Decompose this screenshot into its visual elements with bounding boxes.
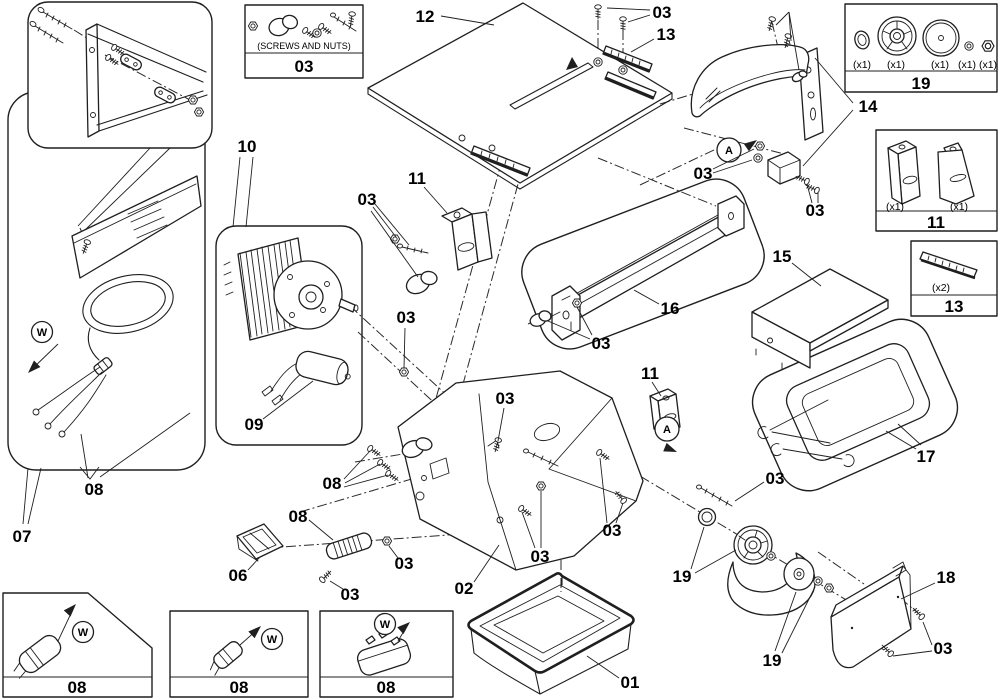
accessory-bag (757, 343, 931, 468)
wiring-mark: W (78, 627, 89, 639)
label-11: 11 (641, 364, 659, 383)
detail-a-circle (716, 137, 742, 163)
screws-nuts-caption: (SCREWS AND NUTS) (257, 41, 351, 51)
rail-fence (529, 195, 745, 341)
label-18: 18 (937, 568, 956, 587)
water-tray (467, 572, 635, 695)
label-03: 03 (531, 547, 550, 566)
label-03: 03 (358, 190, 377, 209)
wiring-mark: W (267, 634, 278, 646)
blade-flange-set (696, 484, 835, 616)
bracket-kit-number: 11 (927, 213, 945, 232)
label-03: 03 (653, 3, 672, 22)
label-15: 15 (773, 247, 792, 266)
screws-nuts-number: 03 (295, 57, 314, 76)
slot-arrow (566, 57, 578, 70)
label-03: 03 (766, 469, 785, 488)
qty-label: (x1) (887, 59, 905, 71)
label-03: 03 (592, 334, 611, 353)
flange-kit-box: (x1) (x1) (x1) (x1) (x1) 19 (844, 3, 998, 93)
label-03: 03 (934, 639, 953, 658)
bracket-kit-box: (x1) (x1) 11 (875, 129, 998, 232)
label-02: 02 (455, 579, 474, 598)
power-cord: W (24, 274, 174, 438)
plug-box-eu: W 08 (2, 592, 153, 698)
carry-handle (325, 532, 373, 560)
qty-label: (x2) (932, 282, 950, 294)
screws-nuts-box: (SCREWS AND NUTS) 03 (244, 4, 364, 79)
capacitor (261, 350, 351, 406)
label-19: 19 (673, 567, 692, 586)
vent-panel (71, 175, 202, 279)
label-16: 16 (661, 299, 680, 318)
detail-a-mark: A (725, 145, 733, 157)
rail-lock-knob (529, 310, 561, 327)
motor-assembly (223, 237, 359, 341)
leader-lines (22, 7, 936, 679)
plug-box-us: W 08 (169, 610, 309, 698)
wiring-mark: W (380, 619, 391, 631)
plug-box-number: 08 (68, 678, 87, 697)
label-01: 01 (621, 673, 640, 692)
label-03: 03 (694, 164, 713, 183)
label-12: 12 (416, 7, 435, 26)
detail-a-circle-2 (654, 416, 680, 442)
main-body: A (317, 370, 681, 585)
plug-box-uk: W 08 (319, 610, 454, 698)
plug-box-number: 08 (377, 678, 396, 697)
label-03: 03 (341, 585, 360, 604)
table-top (367, 2, 673, 190)
blade-guard: A (690, 15, 824, 195)
miter-slot (509, 62, 594, 110)
label-03: 03 (395, 554, 414, 573)
label-08: 08 (323, 474, 342, 493)
lock-knob (405, 270, 438, 295)
label-08: 08 (289, 507, 308, 526)
part-labels: 12 03 13 14 10 11 03 03 03 03 16 03 15 0… (13, 3, 956, 692)
table-bracket (389, 207, 493, 377)
label-11: 11 (408, 169, 426, 188)
label-17: 17 (917, 447, 936, 466)
label-19: 19 (763, 651, 782, 670)
qty-label: (x1) (886, 201, 904, 213)
label-03: 03 (603, 521, 622, 540)
clamp-detail-callout (27, 1, 213, 149)
wiring-mark: W (37, 327, 48, 339)
plug-box-number: 08 (230, 678, 249, 697)
label-03: 03 (397, 308, 416, 327)
qty-label: (x1) (958, 59, 976, 71)
label-03: 03 (806, 201, 825, 220)
label-08: 08 (85, 480, 104, 499)
qty-label: (x1) (931, 59, 949, 71)
label-14: 14 (859, 97, 878, 116)
angle-plate (751, 268, 889, 370)
flange-kit-number: 19 (912, 74, 931, 93)
qty-label: (x1) (979, 59, 997, 71)
detail-a-mark-2: A (663, 424, 671, 436)
ruler-strips (470, 45, 657, 177)
qty-label: (x1) (853, 59, 871, 71)
label-03: 03 (496, 389, 515, 408)
cord-clamp-detail (29, 6, 208, 232)
body-knob (401, 437, 433, 459)
ruler-kit-number: 13 (945, 297, 964, 316)
ruler-kit-box: (x2) 13 (910, 240, 998, 317)
power-switch (236, 523, 284, 562)
label-09: 09 (245, 415, 264, 434)
label-07: 07 (13, 527, 32, 546)
wiring-mark-circle (30, 320, 54, 344)
wing-bolt (791, 70, 808, 83)
guard-pivot-block (753, 141, 821, 195)
outer-blade-guard (830, 561, 927, 669)
qty-label: (x1) (950, 201, 968, 213)
label-13: 13 (657, 25, 676, 44)
label-10: 10 (238, 137, 257, 156)
label-06: 06 (229, 566, 248, 585)
